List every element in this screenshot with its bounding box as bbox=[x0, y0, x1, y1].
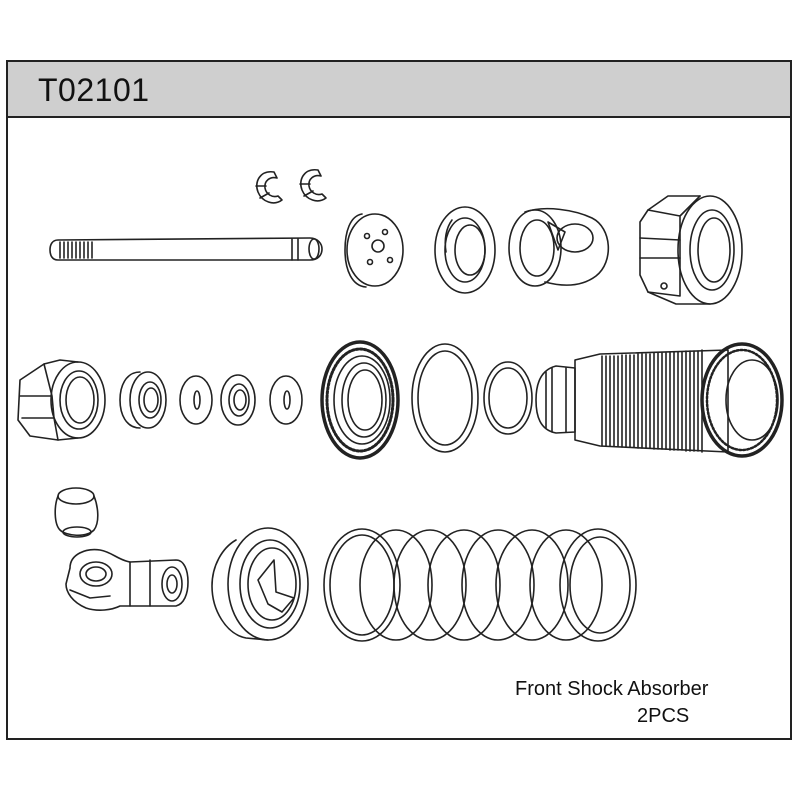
shock-end-icon bbox=[509, 209, 608, 286]
shock-cap-icon bbox=[640, 196, 742, 304]
washer-icon bbox=[180, 375, 302, 425]
shock-shaft-icon bbox=[50, 238, 322, 260]
shock-body-icon bbox=[536, 344, 782, 456]
bushing-icon bbox=[120, 372, 166, 428]
piston-icon bbox=[345, 214, 403, 287]
part-code: T02101 bbox=[38, 72, 150, 108]
lower-spring-retainer-icon bbox=[212, 528, 308, 640]
caption-title: Front Shock Absorber bbox=[515, 678, 709, 700]
o-ring-icon bbox=[412, 344, 532, 452]
adjuster-nut-icon bbox=[322, 342, 398, 458]
e-clip-icon bbox=[256, 170, 326, 203]
coil-spring-icon bbox=[324, 529, 636, 641]
bottom-cap-icon bbox=[18, 360, 105, 440]
part-panel: T02101 bbox=[6, 60, 792, 740]
panel-header: T02101 bbox=[8, 62, 790, 118]
rod-end-icon bbox=[66, 550, 188, 611]
pivot-ball-icon bbox=[55, 488, 98, 537]
spring-cup-icon bbox=[435, 207, 495, 293]
caption-quantity: 2PCS bbox=[637, 705, 690, 727]
